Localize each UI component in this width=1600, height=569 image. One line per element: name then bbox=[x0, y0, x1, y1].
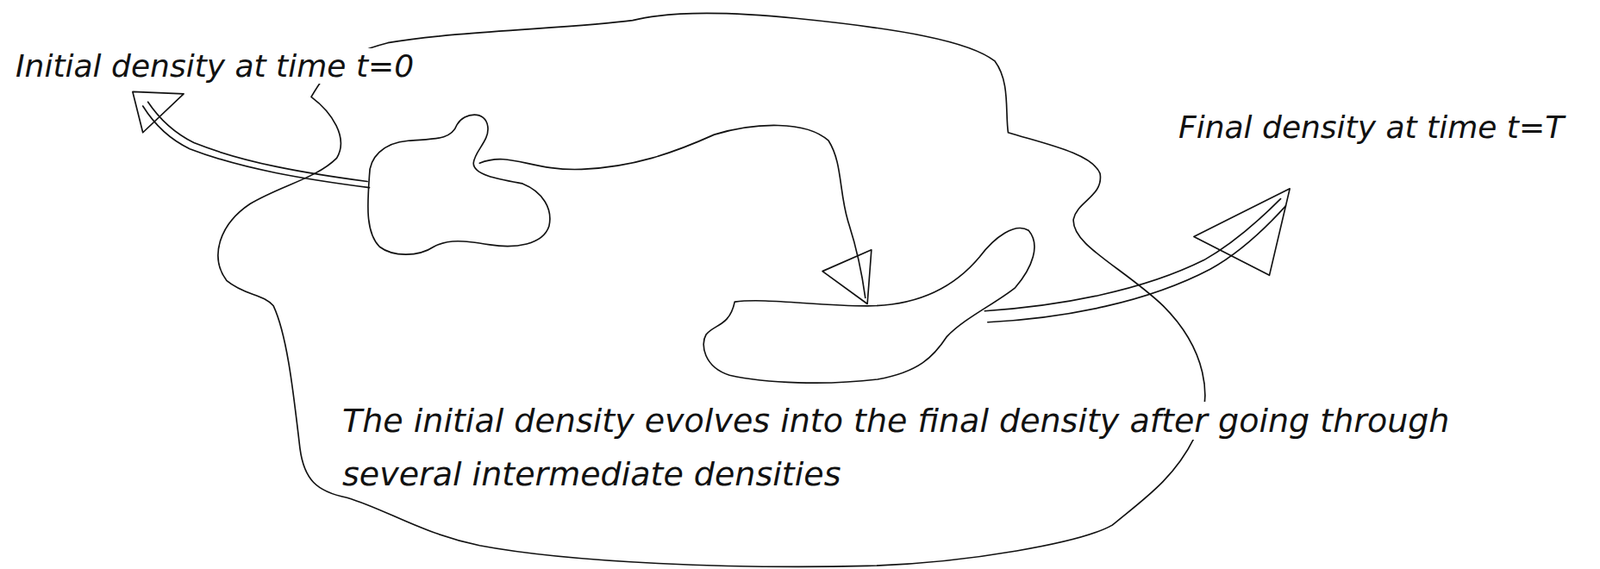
arrowhead bbox=[1193, 188, 1290, 276]
final-density-blob bbox=[703, 228, 1035, 384]
caption-note: The initial density evolves into the fin… bbox=[342, 393, 1550, 501]
label-text: Initial density at time t=0 bbox=[15, 48, 414, 84]
leader-final-outline bbox=[987, 206, 1287, 323]
arrowhead bbox=[822, 250, 872, 305]
arrowhead bbox=[132, 91, 184, 132]
initial-density-blob bbox=[368, 114, 550, 255]
flow-arrow bbox=[479, 125, 865, 298]
label-text: Final density at time t=T bbox=[1178, 109, 1564, 145]
leader-initial-outline bbox=[143, 106, 370, 188]
label-text: The initial density evolves into the fin… bbox=[342, 401, 1450, 494]
initial-label: Initial density at time t=0 bbox=[15, 37, 447, 95]
final-label: Final density at time t=T bbox=[1178, 99, 1584, 157]
